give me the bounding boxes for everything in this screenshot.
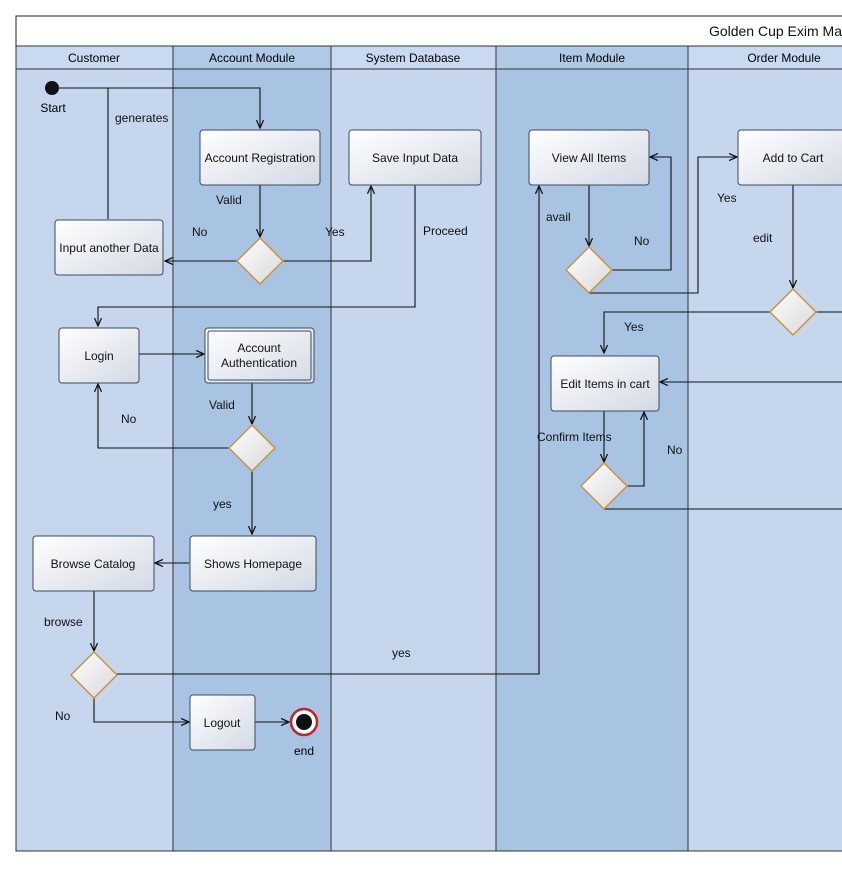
label-logout: Logout [204,716,241,730]
edge-edit-yes [604,311,770,353]
label-add-to-cart: Add to Cart [763,151,824,165]
edge-label-yes-edit: Yes [624,320,644,334]
edge-items-to-cart [589,157,737,294]
edge-label-no-registration: No [192,225,208,239]
account-authentication-inner-border [207,330,312,381]
decision-confirm-items [580,462,628,510]
edge-label-edit: edit [753,231,773,245]
edge-label-no-confirm: No [667,443,683,457]
label-account-authentication-2: Authentication [221,356,297,370]
edge-label-valid-registration: Valid [216,193,242,207]
start-node [45,81,59,95]
edge-label-yes-auth: yes [213,497,232,511]
edge-browse-yes [117,186,539,675]
label-save-input-data: Save Input Data [372,151,458,165]
label-account-registration: Account Registration [205,151,316,165]
label-shows-homepage: Shows Homepage [204,557,302,571]
action-login [58,327,140,384]
decision-items-avail [565,246,613,294]
lane-label-item-module: Item Module [559,51,625,65]
label-input-another-data: Input another Data [59,241,159,255]
action-account-registration [199,129,321,186]
edge-label-generates: generates [115,111,168,125]
edge-label-browse: browse [44,615,83,629]
edge-confirm-no [627,412,644,487]
edge-label-yes-browse: yes [392,646,411,660]
action-view-all-items [528,129,650,186]
decision-browse [70,651,118,699]
edge-label-no-browse: No [55,709,71,723]
edge-label-confirm-items: Confirm Items [537,430,612,444]
edge-registration-yes [283,186,371,262]
edge-label-proceed: Proceed [423,224,468,238]
label-edit-items-in-cart: Edit Items in cart [560,377,650,391]
label-browse-catalog: Browse Catalog [51,557,136,571]
diagram-title: Golden Cup Exim Ma [709,23,842,39]
lane-label-system-database: System Database [366,51,461,65]
action-input-another-data [54,219,164,276]
label-login: Login [84,349,113,363]
decision-registration [236,237,284,285]
edge-label-yes-registration: Yes [325,225,345,239]
action-edit-items-in-cart [550,355,660,412]
lane-label-account-module: Account Module [209,51,295,65]
decision-cart-edit [769,288,817,336]
edges [59,87,842,722]
start-label: Start [40,101,66,115]
edge-label-no-login: No [121,412,137,426]
edge-label-valid-auth: Valid [209,398,235,412]
end-node-core [296,714,312,730]
edge-auth-no [98,384,229,449]
lane-label-customer: Customer [68,51,120,65]
decision-auth [228,424,276,472]
edge-label-yes-cart: Yes [717,191,737,205]
action-save-input-data [348,129,482,186]
label-account-authentication-1: Account [237,341,281,355]
action-account-authentication [204,327,315,384]
edge-start-to-registration [59,87,260,128]
lane-label-order-module: Order Module [747,51,821,65]
edge-label-no-items: No [634,234,650,248]
edge-proceed-to-login [98,185,416,326]
action-logout [189,694,256,751]
action-browse-catalog [32,535,155,592]
action-add-to-cart [737,129,842,186]
label-view-all-items: View All Items [552,151,626,165]
edge-label-avail: avail [546,210,571,224]
end-label: end [294,744,314,758]
action-shows-homepage [189,535,317,592]
edge-items-no [612,157,672,271]
lane-header-order-module [687,45,842,70]
edge-browse-no [93,697,189,722]
